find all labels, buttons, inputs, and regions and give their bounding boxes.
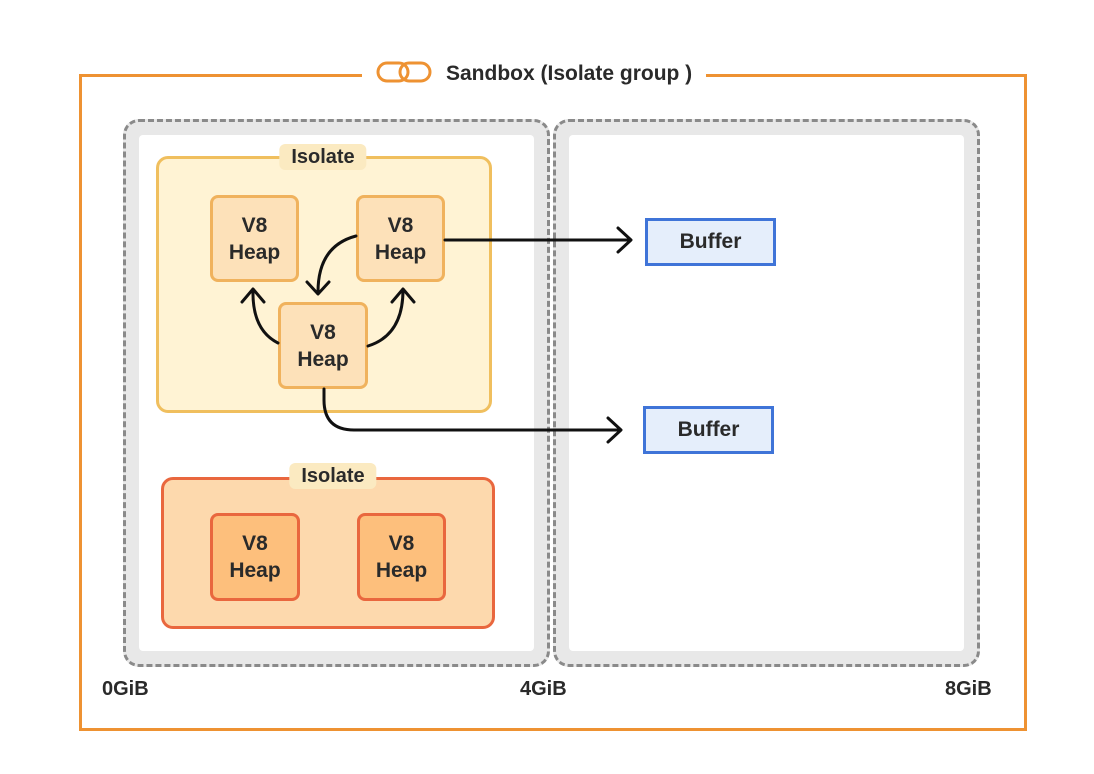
v8-heap: V8 Heap <box>210 195 299 282</box>
axis-label-0gib: 0GiB <box>102 678 149 700</box>
arrow-heap-to-buffer-2 <box>322 387 622 432</box>
buffer-1: Buffer <box>645 218 776 266</box>
v8-heap: V8 Heap <box>210 513 300 601</box>
axis-label-4gib: 4GiB <box>520 678 567 700</box>
link-icon <box>376 57 434 92</box>
arrow-heap3-to-heap2 <box>366 288 405 348</box>
buffer-2: Buffer <box>643 406 774 454</box>
v8-heap: V8 Heap <box>278 302 368 389</box>
arrow-heap3-to-heap1 <box>251 288 280 345</box>
sandbox-title-text: Sandbox (Isolate group ) <box>446 62 693 85</box>
arrow-heap2-to-heap3 <box>316 234 358 294</box>
axis-label-8gib: 8GiB <box>945 678 992 700</box>
isolate-1-label: Isolate <box>279 144 367 170</box>
isolate-2-label: Isolate <box>289 463 377 489</box>
v8-heap: V8 Heap <box>357 513 446 601</box>
v8-heap: V8 Heap <box>356 195 445 282</box>
sandbox-title: Sandbox (Isolate group ) <box>362 52 707 96</box>
